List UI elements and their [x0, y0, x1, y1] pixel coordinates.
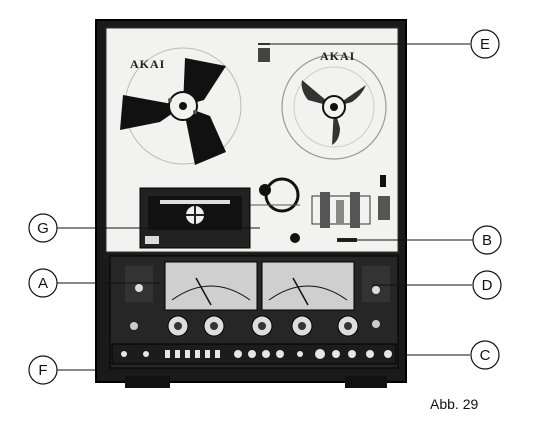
callout-label-b: B	[482, 232, 492, 249]
reel-lock	[258, 48, 270, 62]
vu-meter-icon	[262, 262, 354, 310]
callout-c: C	[471, 341, 499, 369]
callout-label-g: G	[37, 220, 49, 237]
callout-b: B	[473, 226, 501, 254]
callout-a: A	[29, 269, 57, 297]
brand-left: AKAI	[130, 57, 165, 71]
callout-f: F	[29, 356, 57, 384]
callout-g: G	[29, 214, 57, 242]
callout-label-c: C	[480, 347, 491, 364]
vu-meter-icon	[165, 262, 257, 310]
brand-right: AKAI	[320, 49, 355, 63]
callout-d: D	[473, 271, 501, 299]
callout-label-a: A	[38, 275, 48, 292]
callout-e: E	[471, 30, 499, 58]
knob-icon	[168, 316, 188, 336]
foot-left	[125, 376, 170, 388]
foot-right	[345, 376, 387, 388]
callout-label-d: D	[482, 277, 493, 294]
knob-icon	[292, 316, 312, 336]
knob-icon	[338, 316, 358, 336]
knob-icon	[204, 316, 224, 336]
knob-icon	[252, 316, 272, 336]
callout-label-e: E	[480, 36, 490, 53]
figure-caption: Abb. 29	[430, 396, 478, 412]
callout-label-f: F	[38, 362, 47, 379]
cassette-icon	[140, 188, 250, 248]
